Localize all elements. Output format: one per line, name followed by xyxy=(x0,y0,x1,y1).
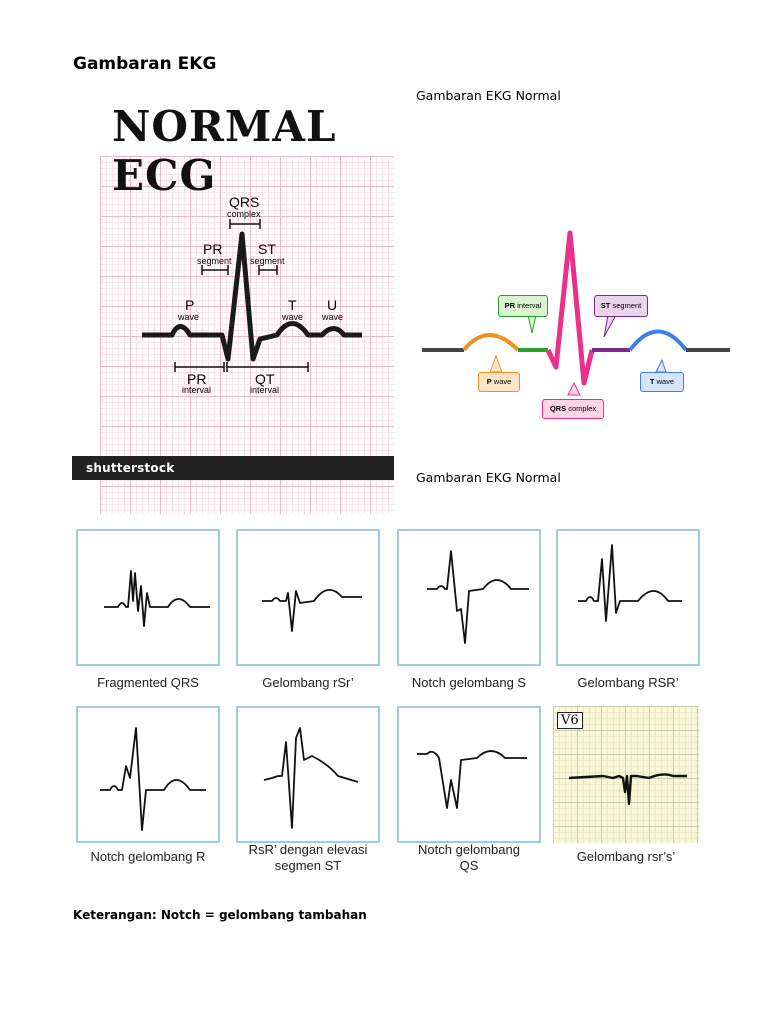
normal-ecg-trace xyxy=(72,84,394,454)
p-wave-segment xyxy=(464,335,518,350)
panel-label-notch-qs: Notch gelombang QS xyxy=(397,842,541,874)
panel-label-notch-s: Notch gelombang S xyxy=(397,675,541,691)
panel-rsr-st-elevation xyxy=(236,706,380,843)
st-segment-callout: ST segment xyxy=(594,295,648,317)
qrs-segment xyxy=(548,233,592,383)
panel-rsr xyxy=(236,529,380,666)
st-segment-label: ST xyxy=(258,241,276,257)
rsrs-trace xyxy=(553,706,699,843)
fragmented-qrs-trace xyxy=(78,531,218,664)
pr-segment-label: PR xyxy=(203,241,222,257)
p-wave-callout: P wave xyxy=(478,372,520,392)
panel-label-rsr: Gelombang rSr’ xyxy=(236,675,380,691)
panel-label-rsrs: Gelombang rsr’s’ xyxy=(553,849,699,865)
pr-interval-sub-label: interval xyxy=(182,385,211,395)
watermark-bar: shutterstock xyxy=(72,456,394,480)
panel-rsr-prime xyxy=(556,529,700,666)
p-wave-sub-label: wave xyxy=(178,312,199,322)
panel-label-rsr-prime: Gelombang RSR’ xyxy=(556,675,700,691)
qrs-label: QRS xyxy=(229,194,259,210)
st-segment-sub-label: segment xyxy=(250,256,285,266)
p-wave-label: P xyxy=(185,297,194,313)
t-wave-label: T xyxy=(288,297,297,313)
rsr-trace xyxy=(238,531,378,664)
qt-interval-sub-label: interval xyxy=(250,385,279,395)
notch-qs-trace xyxy=(399,708,539,841)
colored-ecg-figure: PR interval ST segment P wave T wave QRS… xyxy=(418,225,734,425)
panel-label-notch-r: Notch gelombang R xyxy=(76,849,220,865)
page-heading: Gambaran EKG xyxy=(73,54,216,74)
caption-normal-ecg-2: Gambaran EKG Normal xyxy=(416,470,561,485)
notch-r-trace xyxy=(78,708,218,841)
pr-segment-sub-label: segment xyxy=(197,256,232,266)
qrs-sub-label: complex xyxy=(227,209,261,219)
panel-fragmented-qrs xyxy=(76,529,220,666)
panel-notch-s xyxy=(397,529,541,666)
u-wave-sub-label: wave xyxy=(322,312,343,322)
rsr-prime-trace xyxy=(558,531,698,664)
rsr-st-elevation-trace xyxy=(238,708,378,841)
normal-ecg-figure: NORMAL ECG QRS complex PR segment ST seg… xyxy=(72,84,394,480)
caption-normal-ecg-1: Gambaran EKG Normal xyxy=(416,88,561,103)
panel-notch-qs xyxy=(397,706,541,843)
panel-label-rsr-st-elevation: RsR’ dengan elevasi segmen ST xyxy=(236,842,380,874)
notch-s-trace xyxy=(399,531,539,664)
colored-ecg-trace xyxy=(418,225,734,425)
panel-notch-r xyxy=(76,706,220,843)
panel-rsrs-v6: V6 xyxy=(553,706,699,843)
u-wave-label: U xyxy=(327,297,337,313)
qrs-complex-callout: QRS complex xyxy=(542,399,604,419)
panel-label-fragmented-qrs: Fragmented QRS xyxy=(76,675,220,691)
pr-interval-callout: PR interval xyxy=(498,295,548,317)
watermark-logo: shutterstock xyxy=(86,461,174,475)
footnote: Keterangan: Notch = gelombang tambahan xyxy=(73,908,367,922)
t-wave-callout: T wave xyxy=(640,372,684,392)
t-wave-segment xyxy=(630,332,686,351)
t-wave-sub-label: wave xyxy=(282,312,303,322)
